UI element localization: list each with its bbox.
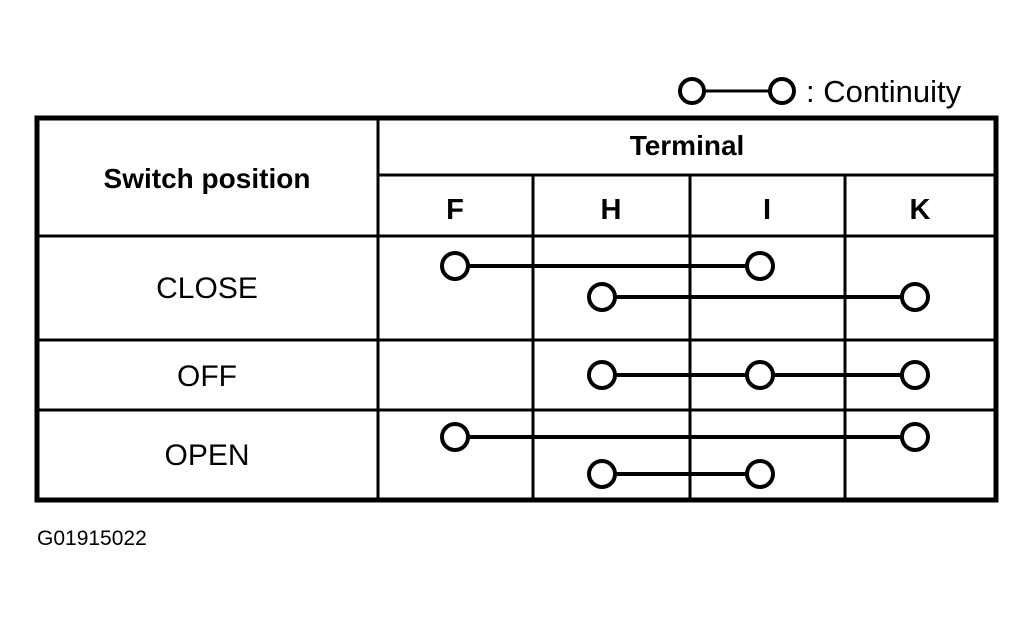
terminal-node-I bbox=[745, 360, 775, 390]
column-header-F: F bbox=[446, 194, 464, 226]
switch-position-header: Switch position bbox=[104, 163, 311, 194]
connection-off-h-i-k bbox=[587, 360, 930, 390]
terminal-node-K bbox=[900, 422, 930, 452]
terminal-node-K bbox=[900, 360, 930, 390]
connection-close-f-to-i bbox=[440, 251, 775, 281]
table-grid bbox=[34, 115, 999, 503]
terminal-node-I bbox=[745, 251, 775, 281]
row-label-open: OPEN bbox=[164, 439, 249, 472]
connection-open-f-to-k bbox=[440, 422, 930, 452]
row-label-close: CLOSE bbox=[156, 272, 258, 305]
column-header-I: I bbox=[763, 194, 771, 226]
terminal-node-H bbox=[587, 360, 617, 390]
legend-terminal-circle-left bbox=[678, 77, 706, 105]
terminal-node-H bbox=[587, 282, 617, 312]
terminal-node-F bbox=[440, 251, 470, 281]
table-outer-border bbox=[34, 115, 999, 503]
legend-terminal-circle-right bbox=[768, 77, 796, 105]
row-label-off: OFF bbox=[177, 360, 237, 393]
terminal-node-H bbox=[587, 459, 617, 489]
terminal-node-F bbox=[440, 422, 470, 452]
continuity-connections bbox=[440, 251, 930, 489]
terminal-group-header: Terminal bbox=[630, 130, 745, 161]
connection-open-h-to-i bbox=[587, 459, 775, 489]
figure-caption: G01915022 bbox=[37, 527, 147, 550]
legend-label: : Continuity bbox=[806, 74, 962, 109]
column-header-H: H bbox=[601, 194, 622, 226]
connection-close-h-to-k bbox=[587, 282, 930, 312]
column-header-K: K bbox=[910, 194, 931, 226]
terminal-node-K bbox=[900, 282, 930, 312]
terminal-node-I bbox=[745, 459, 775, 489]
legend: : Continuity bbox=[678, 74, 962, 109]
